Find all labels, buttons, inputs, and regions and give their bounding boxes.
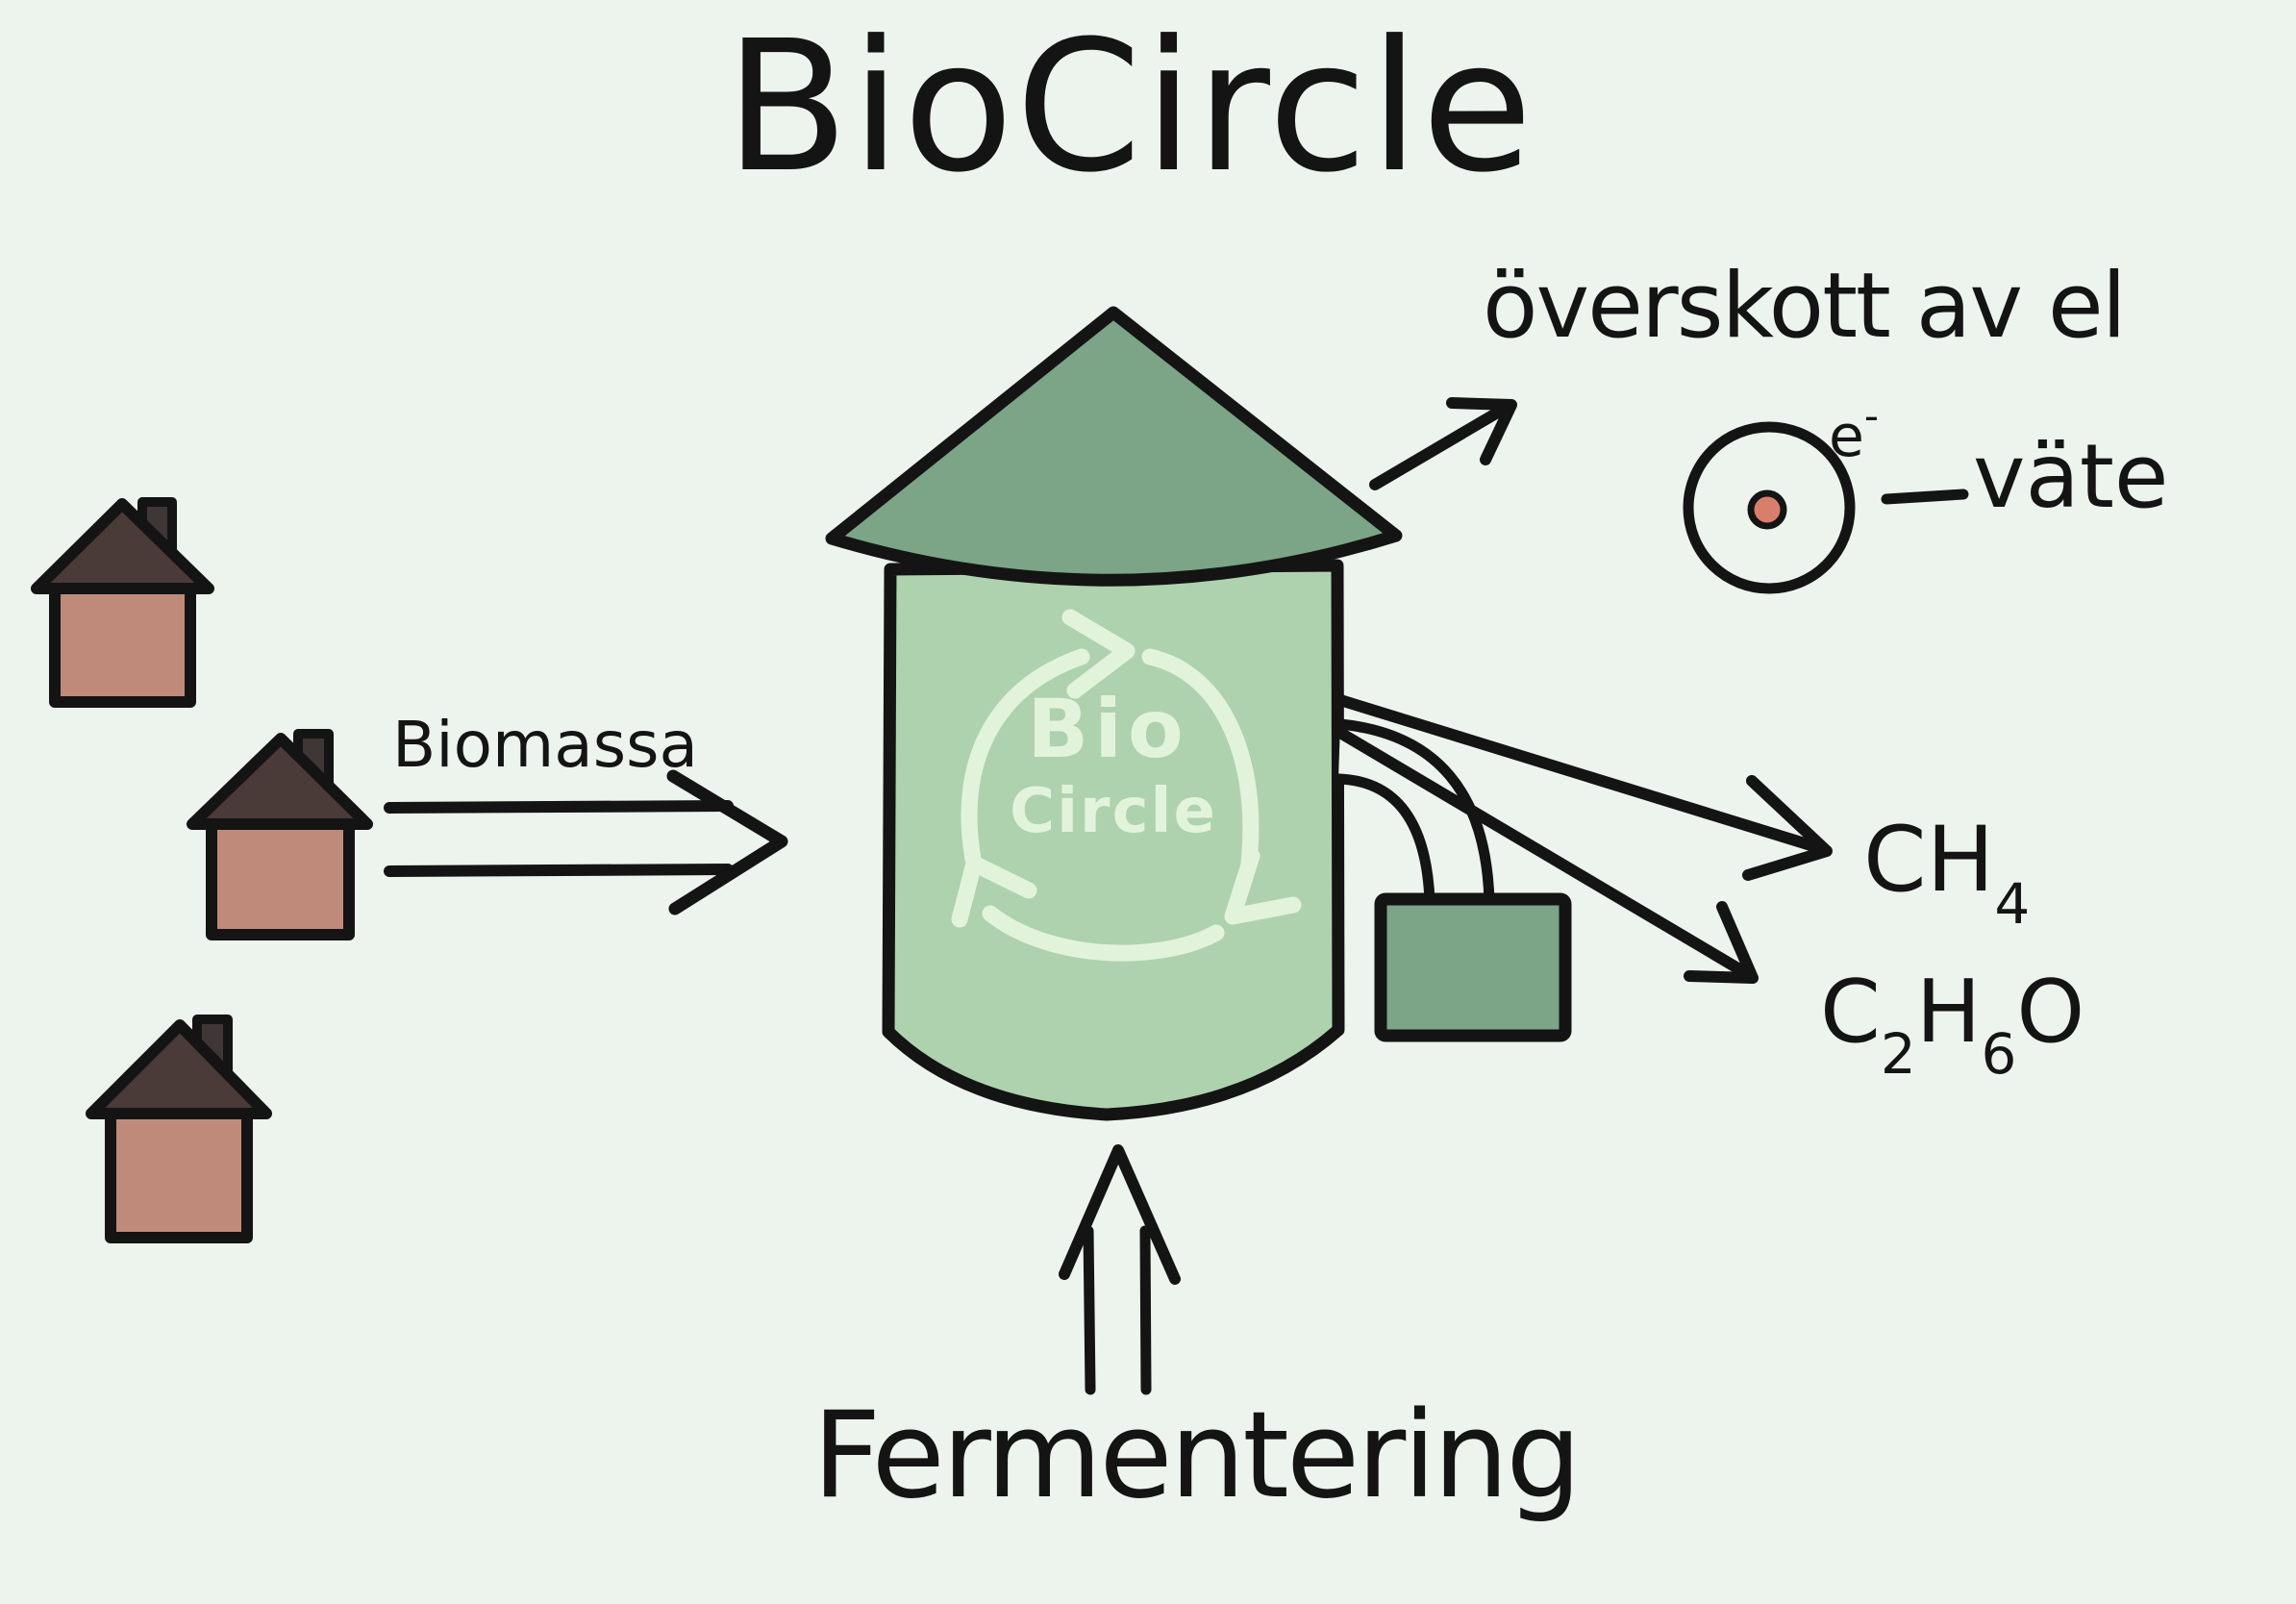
ethanol-o: O (2016, 962, 2085, 1063)
arrow-head-icon (1059, 1144, 1181, 1285)
hydrogen-label: väte (1973, 425, 2169, 528)
silo-roof (825, 306, 1403, 587)
electron-symbol: e (1829, 403, 1864, 470)
ethanol-h-sub: 6 (1981, 1021, 2017, 1087)
house-roof-icon (31, 498, 214, 594)
surplus-electricity-label: överskott av el (1483, 254, 2127, 359)
nucleus-icon (1747, 489, 1787, 530)
methane-symbol: CH (1863, 808, 1995, 913)
fermentation-arrow (1059, 1144, 1181, 1395)
electron-label: e- (1829, 396, 1879, 466)
electron-charge: - (1863, 392, 1880, 439)
arrow-head-icon (1446, 397, 1517, 465)
fermentation-label: Fermentering (812, 1387, 1582, 1525)
vate-dash (1881, 489, 1969, 505)
pipe (1338, 724, 1489, 901)
house-icon (86, 1015, 272, 1243)
house-wall-icon (49, 583, 196, 708)
arrow-head-icon (666, 769, 788, 915)
ethanol-c-sub: 2 (1880, 1021, 1916, 1087)
methane-arrow (1335, 694, 1833, 881)
house-wall-icon (206, 818, 355, 940)
electricity-arrow (1369, 397, 1517, 490)
ethanol-arrow (1335, 727, 1759, 984)
electron-shell-icon (1683, 421, 1856, 594)
biomass-label: Biomassa (392, 708, 698, 782)
arrow-head-icon (1684, 901, 1759, 984)
methane-subscript: 4 (1994, 870, 2031, 937)
ethanol-label: C2H6O (1820, 969, 2084, 1083)
house-wall-icon (105, 1108, 253, 1243)
silo-logo-line2: Circle (1010, 776, 1217, 847)
biomass-arrow (384, 769, 788, 915)
machine-box (1374, 892, 1572, 1042)
page-title: BioCircle (724, 2, 1535, 213)
house-roof-icon (187, 733, 373, 830)
silo-logo-line1: Bio (1027, 682, 1189, 776)
pipe-inner-edge (1333, 773, 1435, 907)
house-icon (31, 497, 214, 708)
ethanol-h: H (1915, 962, 1982, 1063)
house-roof-icon (86, 1019, 272, 1119)
methane-label: CH4 (1863, 815, 2030, 932)
house-icon (187, 729, 373, 940)
arrow-head-icon (1742, 775, 1833, 881)
hydrogen-atom-icon (1683, 421, 1969, 594)
pipe-outer-edge (1335, 718, 1495, 907)
recycle-arrows-icon (951, 609, 1302, 962)
ethanol-c: C (1820, 962, 1881, 1063)
